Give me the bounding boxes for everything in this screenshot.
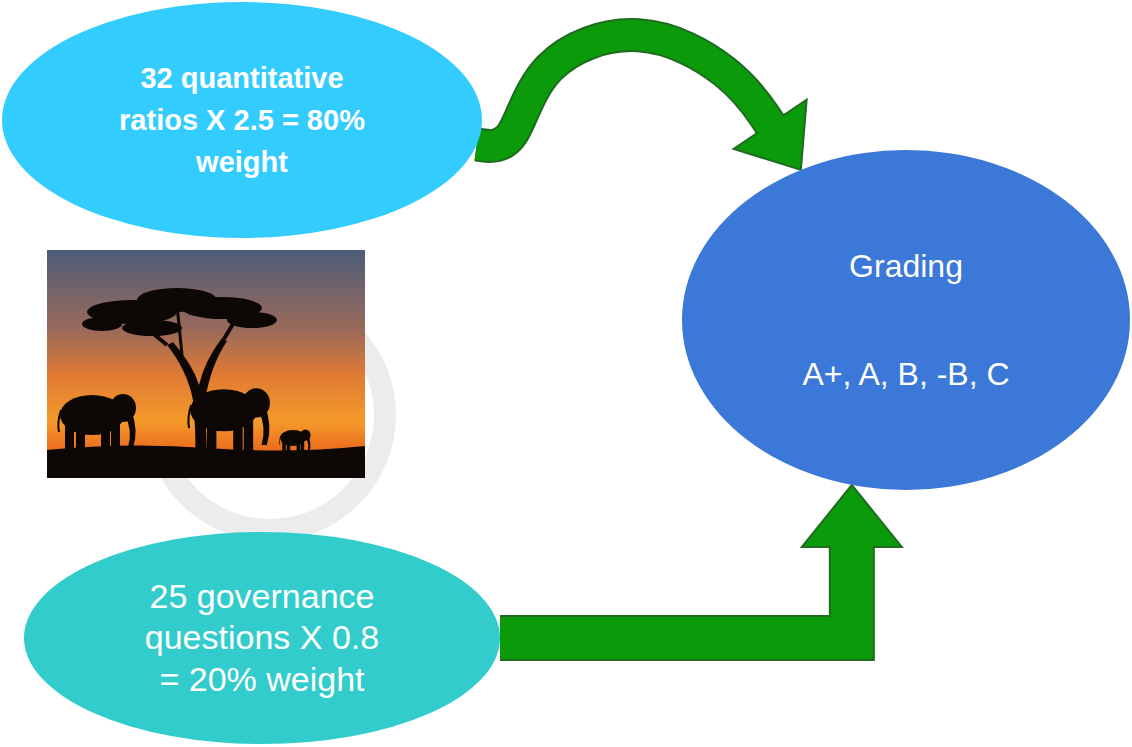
node-text: Grading xyxy=(849,247,963,285)
arrow-shaft xyxy=(500,544,852,638)
governance-ellipse: 25 governance questions X 0.8 = 20% weig… xyxy=(24,532,500,744)
calf-silhouette xyxy=(280,430,311,454)
node-text: 32 quantitative ratios X 2.5 = 80% weigh… xyxy=(107,57,377,183)
grading-ellipse: GradingA+, A, B, -B, C xyxy=(682,150,1130,490)
arrow-head xyxy=(802,485,902,547)
block-arrow xyxy=(500,485,902,638)
elephant-silhouette xyxy=(58,394,136,455)
text-group: 25 governance questions X 0.8 = 20% weig… xyxy=(137,576,387,700)
text-group: GradingA+, A, B, -B, C xyxy=(756,247,1056,394)
text-group: 32 quantitative ratios X 2.5 = 80% weigh… xyxy=(107,57,377,183)
elephant-photo xyxy=(47,250,365,478)
ellipse-outline xyxy=(682,150,1130,490)
ellipse-fill xyxy=(682,150,1130,490)
arrow-shaft xyxy=(477,35,772,146)
block-arrow xyxy=(477,35,807,170)
ellipse-fill xyxy=(2,2,482,238)
sunset-sky xyxy=(47,250,365,478)
node-subtext: A+, A, B, -B, C xyxy=(802,355,1009,393)
ratio-ellipse: 32 quantitative ratios X 2.5 = 80% weigh… xyxy=(2,2,482,238)
ellipse-fill xyxy=(24,532,500,744)
elephant-silhouette xyxy=(188,388,270,452)
node-text: 25 governance questions X 0.8 = 20% weig… xyxy=(137,576,387,700)
